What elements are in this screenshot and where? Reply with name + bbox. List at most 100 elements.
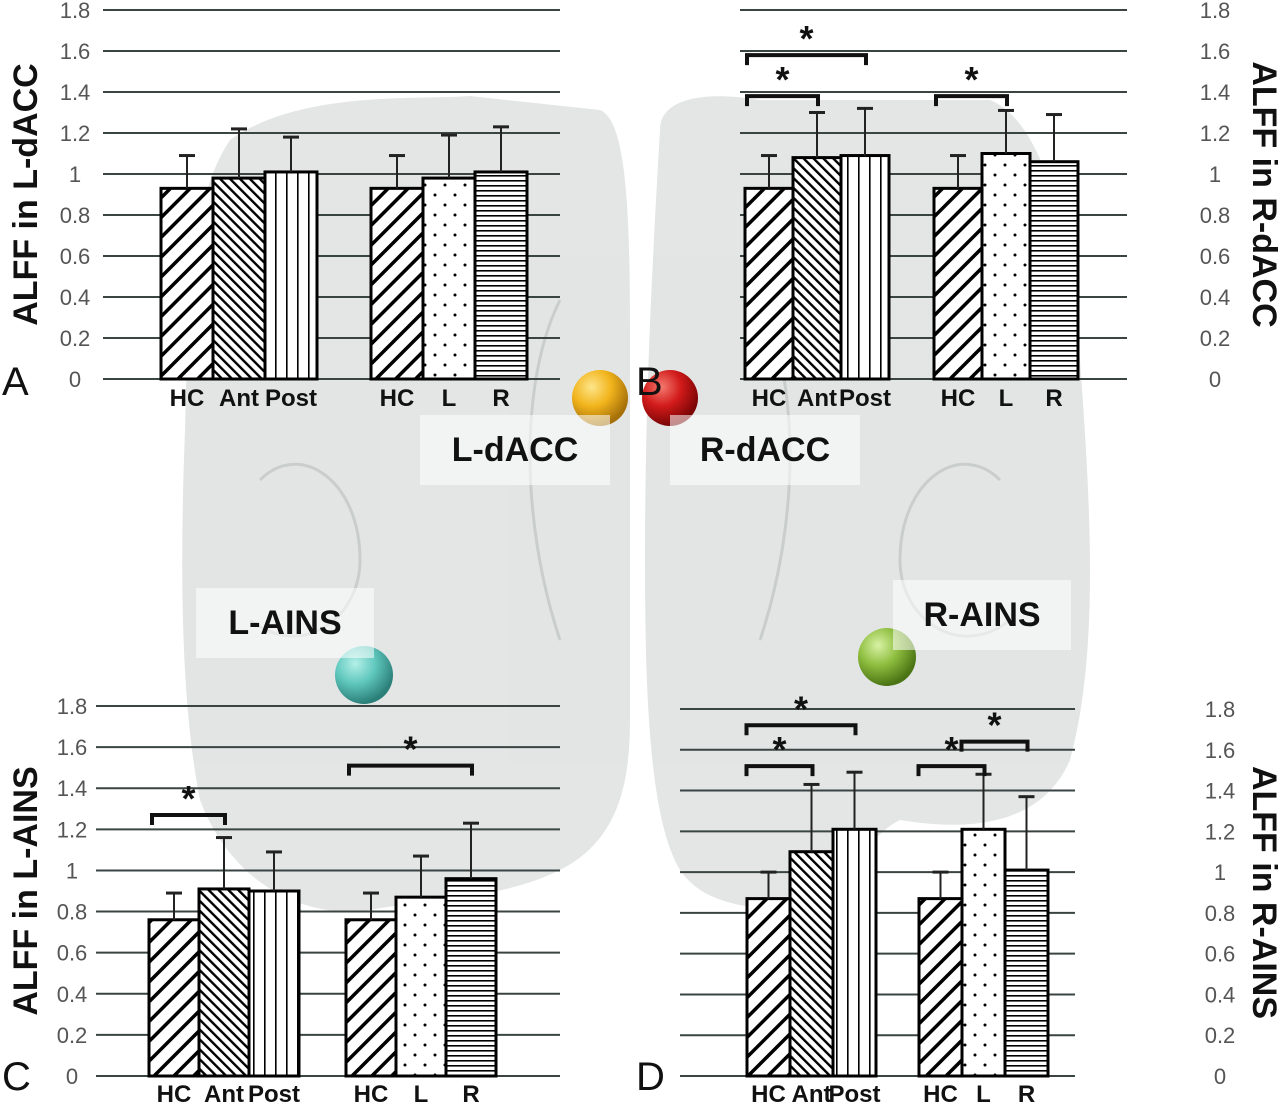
bar-l: [980, 152, 1032, 381]
significance-bracket: [959, 739, 1030, 752]
y-tick-label: 0.6: [1205, 942, 1236, 967]
x-category-label: HC: [170, 385, 205, 412]
y-tick-label: 1: [69, 162, 81, 187]
x-category-label: Post: [248, 1081, 300, 1103]
bar-hc: [369, 186, 425, 381]
bar-r: [473, 170, 529, 381]
l-dacc-sphere: [572, 370, 628, 426]
x-category-label: R: [492, 385, 509, 412]
y-tick-label: 1.4: [1200, 80, 1231, 105]
y-tick-label: 0.6: [1200, 244, 1231, 269]
x-category-label: HC: [752, 385, 787, 412]
x-category-label: HC: [751, 1081, 786, 1103]
y-tick-label: 1: [66, 858, 78, 883]
x-category-label: Post: [265, 385, 317, 412]
panel-letter-b: B: [636, 360, 663, 404]
significance-bracket: [745, 94, 820, 107]
y-tick-label: 1.8: [1200, 0, 1231, 23]
x-category-label: Post: [828, 1081, 880, 1103]
significance-star: *: [944, 729, 958, 770]
significance-star: *: [799, 18, 813, 59]
significance-bracket: [916, 764, 987, 777]
significance-star: *: [794, 688, 808, 729]
x-category-label: L: [414, 1081, 429, 1103]
x-category-label: Ant: [797, 385, 837, 412]
bar-ant: [197, 887, 251, 1078]
y-tick-label: 0.4: [1205, 982, 1236, 1007]
x-category-label: R: [1045, 385, 1062, 412]
x-category-label: Post: [839, 385, 891, 412]
panel-letter-d: D: [636, 1055, 665, 1099]
bar-post: [263, 170, 319, 381]
panel-letter-c: C: [2, 1055, 31, 1099]
x-category-label: L: [442, 385, 457, 412]
bar-post: [247, 889, 301, 1078]
bar-hc: [344, 918, 398, 1078]
y-tick-label: 1.6: [60, 39, 91, 64]
bar-hc: [159, 186, 215, 381]
y-axis-label: ALFF in L-AINS: [7, 766, 45, 1015]
r-dacc-sphere: [642, 370, 698, 426]
significance-bracket: [744, 764, 815, 777]
x-category-label: HC: [157, 1081, 192, 1103]
bar-post: [831, 827, 878, 1078]
y-tick-label: 1.8: [1205, 697, 1236, 722]
x-category-label: HC: [923, 1081, 958, 1103]
y-tick-label: 0.6: [60, 244, 91, 269]
x-category-label: Ant: [204, 1081, 244, 1103]
bar-ant: [211, 176, 267, 381]
y-tick-label: 0.2: [57, 1023, 88, 1048]
y-tick-label: 0.2: [60, 326, 91, 351]
bar-l: [394, 895, 448, 1078]
y-tick-label: 1.6: [57, 735, 88, 760]
y-tick-label: 1.4: [60, 80, 91, 105]
significance-star: *: [964, 59, 978, 100]
bar-ant: [791, 156, 843, 381]
significance-star: *: [181, 778, 195, 819]
x-category-label: L: [999, 385, 1014, 412]
y-axis-label: ALFF in L-dACC: [7, 63, 45, 326]
significance-bracket: [347, 763, 474, 776]
y-tick-label: 1.4: [1205, 779, 1236, 804]
y-tick-label: 0.4: [1200, 285, 1231, 310]
y-tick-label: 0.8: [60, 203, 91, 228]
x-category-label: HC: [354, 1081, 389, 1103]
y-tick-label: 1.2: [57, 817, 88, 842]
bar-r: [444, 877, 498, 1078]
bar-post: [839, 154, 891, 381]
y-tick-label: 1: [1214, 860, 1226, 885]
y-tick-label: 0.6: [57, 941, 88, 966]
significance-bracket: [150, 812, 227, 825]
significance-bracket: [744, 723, 858, 736]
y-tick-label: 0: [66, 1064, 78, 1089]
significance-star: *: [403, 729, 417, 770]
y-tick-label: 1.6: [1205, 738, 1236, 763]
significance-star: *: [772, 729, 786, 770]
y-tick-label: 0.8: [57, 900, 88, 925]
y-tick-label: 1.4: [57, 776, 88, 801]
bar-l: [960, 827, 1007, 1078]
y-axis-label: ALFF in R-dACC: [1245, 61, 1280, 327]
y-tick-label: 0.8: [1205, 901, 1236, 926]
region-label-l-dacc: L-dACC: [420, 415, 610, 485]
bar-ant: [788, 850, 835, 1078]
x-category-label: R: [1018, 1081, 1035, 1103]
significance-star: *: [775, 59, 789, 100]
bar-hc: [147, 918, 201, 1078]
y-tick-label: 1: [1209, 162, 1221, 187]
bar-hc: [745, 897, 792, 1078]
region-label-r-ains: R-AINS: [893, 580, 1071, 650]
y-tick-label: 0.8: [1200, 203, 1231, 228]
bar-hc: [917, 897, 964, 1078]
y-axis-label: ALFF in R-AINS: [1245, 766, 1280, 1019]
x-category-label: R: [462, 1081, 479, 1103]
x-category-label: HC: [941, 385, 976, 412]
y-tick-label: 0.4: [57, 982, 88, 1007]
significance-bracket: [934, 94, 1009, 107]
y-tick-label: 1.8: [60, 0, 91, 23]
